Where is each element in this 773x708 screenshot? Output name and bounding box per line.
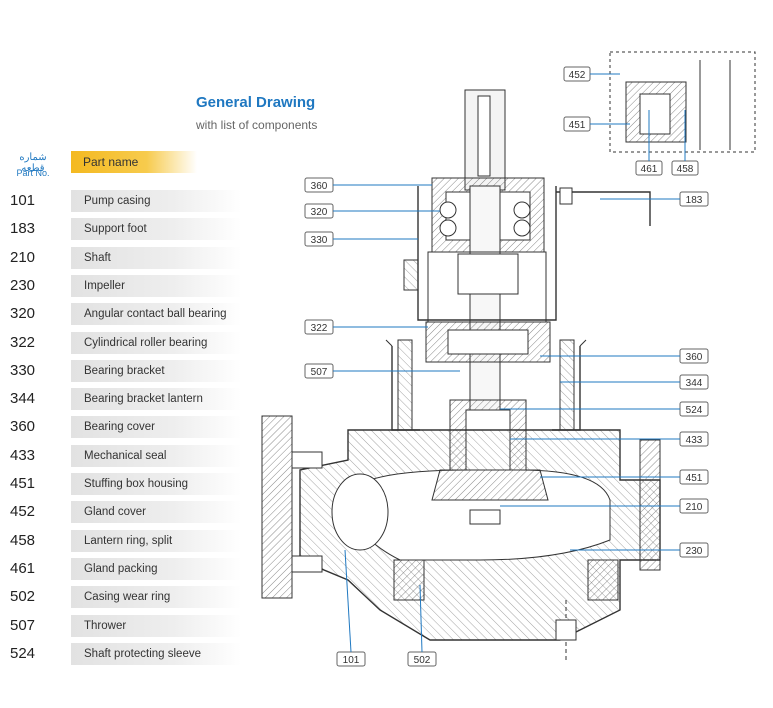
part-number: 210 — [10, 248, 36, 266]
part-number: 320 — [10, 305, 36, 323]
part-number: 344 — [10, 390, 36, 408]
callout-502: 502 — [407, 584, 437, 667]
svg-text:344: 344 — [686, 378, 703, 389]
svg-text:101: 101 — [343, 655, 360, 666]
part-name: Bearing bracket lantern — [71, 388, 241, 411]
part-row: 461 Gland packing — [0, 557, 241, 580]
part-row: 101 Pump casing — [0, 190, 241, 212]
callout-360-top: 360 — [304, 177, 432, 193]
svg-text:320: 320 — [311, 207, 328, 218]
callout-524: 524 — [500, 401, 709, 417]
part-number: 433 — [10, 446, 36, 464]
callout-360-right: 360 — [540, 348, 709, 364]
part-row: 502 Casing wear ring — [0, 586, 241, 609]
svg-text:183: 183 — [686, 195, 703, 206]
part-number: 360 — [10, 418, 36, 436]
callout-507: 507 — [304, 363, 460, 379]
svg-text:452: 452 — [569, 70, 586, 81]
callout-461: 461 — [635, 110, 663, 176]
callout-101: 101 — [336, 549, 366, 667]
part-name: Mechanical seal — [71, 444, 241, 467]
part-name: Gland cover — [71, 501, 241, 524]
part-name: Thrower — [71, 614, 241, 637]
part-row: 433 Mechanical seal — [0, 444, 241, 467]
part-number: 502 — [10, 588, 36, 606]
callout-344: 344 — [560, 374, 709, 390]
callout-452: 452 — [563, 66, 620, 82]
part-row: 524 Shaft protecting sleeve — [0, 642, 241, 665]
part-number: 452 — [10, 503, 36, 521]
part-row: 452 Gland cover — [0, 501, 241, 524]
callout-330: 330 — [304, 231, 418, 247]
part-number: 330 — [10, 361, 36, 379]
part-name: Angular contact ball bearing — [71, 303, 241, 326]
callout-230: 230 — [570, 542, 709, 558]
part-number: 101 — [10, 192, 36, 209]
svg-text:451: 451 — [686, 473, 703, 484]
part-row: 458 Lantern ring, split — [0, 529, 241, 552]
svg-text:507: 507 — [311, 367, 328, 378]
part-no-header-fa: شماره قطعه — [19, 152, 47, 174]
callout-322: 322 — [304, 319, 428, 335]
part-number: 230 — [10, 276, 36, 294]
part-row: 360 Bearing cover — [0, 416, 241, 439]
part-row: 322 Cylindrical roller bearing — [0, 331, 241, 354]
part-number: 322 — [10, 333, 36, 351]
callout-320: 320 — [304, 203, 440, 219]
svg-text:360: 360 — [686, 352, 703, 363]
part-name: Pump casing — [71, 190, 241, 212]
part-name: Support foot — [71, 218, 241, 241]
svg-text:360: 360 — [311, 181, 328, 192]
callout-458: 458 — [671, 110, 699, 176]
part-row: 320 Angular contact ball bearing — [0, 303, 241, 326]
svg-text:210: 210 — [686, 502, 703, 513]
part-name-header: Part name — [71, 151, 197, 173]
callouts: 452 451 461 458 360 320 — [304, 66, 709, 667]
part-row: 183 Support foot — [0, 218, 241, 241]
part-row: 210 Shaft — [0, 246, 241, 269]
part-row: 344 Bearing bracket lantern — [0, 388, 241, 411]
part-row: 451 Stuffing box housing — [0, 473, 241, 495]
svg-text:330: 330 — [311, 235, 328, 246]
svg-text:461: 461 — [641, 164, 658, 175]
svg-text:502: 502 — [414, 655, 431, 666]
part-row: 230 Impeller — [0, 274, 241, 297]
callout-451: 451 — [540, 469, 709, 485]
part-name: Bearing cover — [71, 416, 241, 439]
part-name: Casing wear ring — [71, 586, 241, 609]
svg-text:433: 433 — [686, 435, 703, 446]
callout-433: 433 — [510, 431, 709, 447]
part-row: 330 Bearing bracket — [0, 359, 241, 382]
part-name: Stuffing box housing — [71, 473, 241, 495]
callout-210: 210 — [500, 498, 709, 514]
svg-text:458: 458 — [677, 164, 694, 175]
svg-text:230: 230 — [686, 546, 703, 557]
part-number: 451 — [10, 475, 36, 492]
callout-183: 183 — [600, 191, 709, 207]
part-name: Shaft — [71, 246, 241, 269]
drawing-subtitle: with list of components — [196, 118, 318, 132]
part-name: Cylindrical roller bearing — [71, 331, 241, 354]
part-name: Lantern ring, split — [71, 529, 241, 552]
svg-text:322: 322 — [311, 323, 328, 334]
drawing-title: General Drawing — [196, 94, 316, 111]
part-no-header: Part No. — [16, 168, 50, 178]
part-name: Gland packing — [71, 557, 241, 580]
part-number: 461 — [10, 559, 36, 577]
part-row: 507 Thrower — [0, 614, 241, 637]
part-number: 524 — [10, 644, 36, 662]
part-name: Bearing bracket — [71, 359, 241, 382]
part-name: Impeller — [71, 274, 241, 297]
part-number: 183 — [10, 220, 36, 238]
part-number: 458 — [10, 531, 36, 549]
part-number: 507 — [10, 616, 36, 634]
part-name: Shaft protecting sleeve — [71, 642, 241, 665]
svg-text:451: 451 — [569, 120, 586, 131]
svg-text:524: 524 — [686, 405, 703, 416]
callout-451-detail: 451 — [563, 116, 630, 132]
